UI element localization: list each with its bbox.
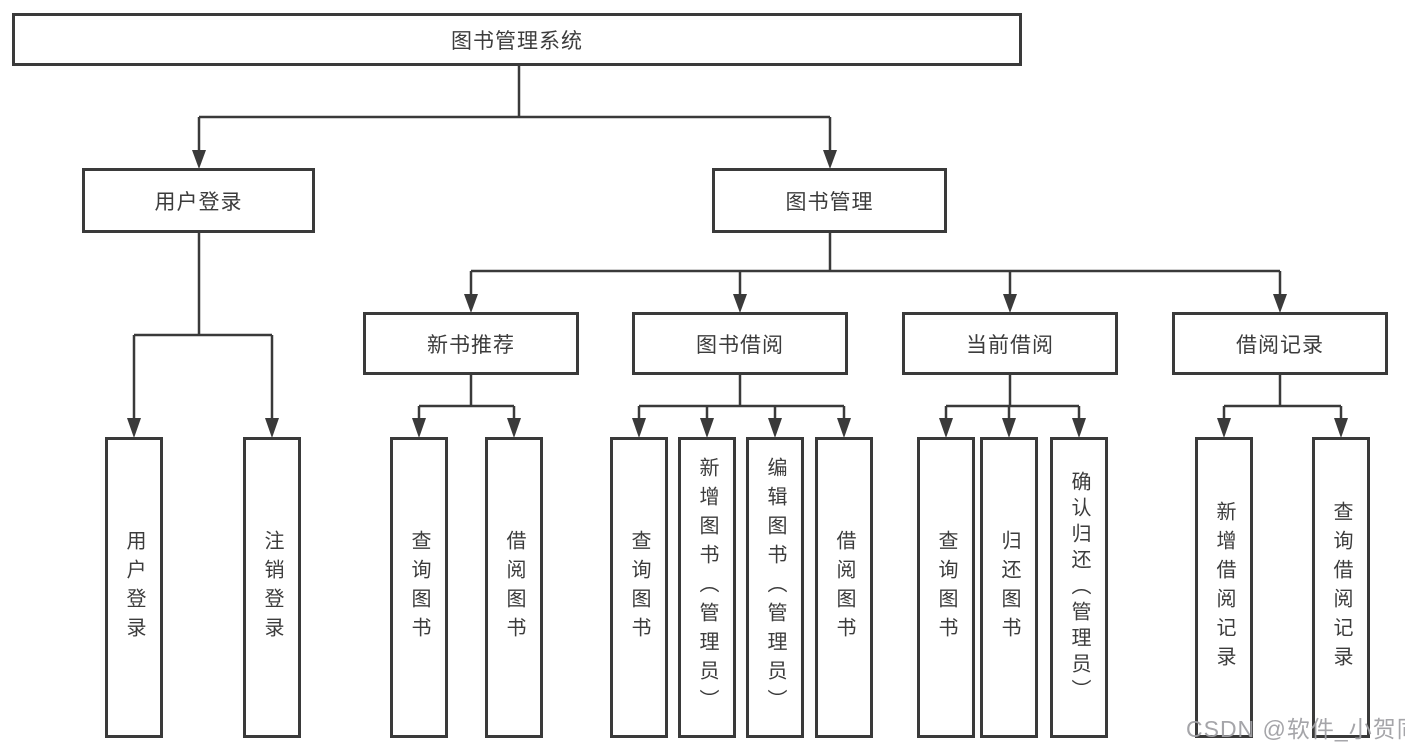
csdn-watermark: CSDN @软件_小贺同学	[1186, 716, 1405, 742]
leaf-logout-label: 注销登录	[261, 529, 283, 646]
leaf-borrow-add-admin: 新增图书（管理员）	[678, 437, 736, 738]
leaf-current-return-label: 归还图书	[998, 529, 1020, 646]
leaf-newbook-borrow-label: 借阅图书	[503, 529, 525, 646]
leaf-borrow-edit-admin-label: 编辑图书（管理员）	[764, 457, 786, 718]
node-book-borrow-label: 图书借阅	[696, 333, 784, 357]
node-current-borrow: 当前借阅	[902, 312, 1118, 375]
node-root-system: 图书管理系统	[12, 13, 1022, 66]
node-new-book-recommend: 新书推荐	[363, 312, 579, 375]
node-user-login-label: 用户登录	[154, 190, 243, 214]
leaf-record-add-label: 新增借阅记录	[1213, 500, 1235, 675]
leaf-newbook-borrow: 借阅图书	[485, 437, 543, 738]
leaf-borrow-query: 查询图书	[610, 437, 668, 738]
leaf-current-query: 查询图书	[917, 437, 975, 738]
node-book-borrow: 图书借阅	[632, 312, 848, 375]
leaf-borrow-book: 借阅图书	[815, 437, 873, 738]
leaf-borrow-edit-admin: 编辑图书（管理员）	[746, 437, 804, 738]
leaf-newbook-query-label: 查询图书	[408, 529, 430, 646]
leaf-borrow-add-admin-label: 新增图书（管理员）	[696, 457, 718, 718]
leaf-current-confirm-admin-label: 确认归还（管理员）	[1068, 470, 1090, 705]
leaf-newbook-query: 查询图书	[390, 437, 448, 738]
leaf-record-query-label: 查询借阅记录	[1330, 500, 1352, 675]
node-borrow-record: 借阅记录	[1172, 312, 1388, 375]
leaf-record-add: 新增借阅记录	[1195, 437, 1253, 738]
leaf-borrow-book-label: 借阅图书	[833, 529, 855, 646]
leaf-user-login: 用户登录	[105, 437, 163, 738]
leaf-borrow-query-label: 查询图书	[628, 529, 650, 646]
leaf-current-query-label: 查询图书	[935, 529, 957, 646]
node-new-book-recommend-label: 新书推荐	[427, 333, 515, 357]
leaf-current-confirm-admin: 确认归还（管理员）	[1050, 437, 1108, 738]
leaf-logout: 注销登录	[243, 437, 301, 738]
leaf-current-return: 归还图书	[980, 437, 1038, 738]
node-book-management: 图书管理	[712, 168, 947, 233]
node-user-login: 用户登录	[82, 168, 315, 233]
node-borrow-record-label: 借阅记录	[1236, 333, 1324, 357]
node-book-management-label: 图书管理	[785, 190, 874, 214]
leaf-record-query: 查询借阅记录	[1312, 437, 1370, 738]
leaf-user-login-label: 用户登录	[123, 529, 145, 646]
node-current-borrow-label: 当前借阅	[966, 333, 1054, 357]
node-root-label: 图书管理系统	[451, 29, 583, 53]
